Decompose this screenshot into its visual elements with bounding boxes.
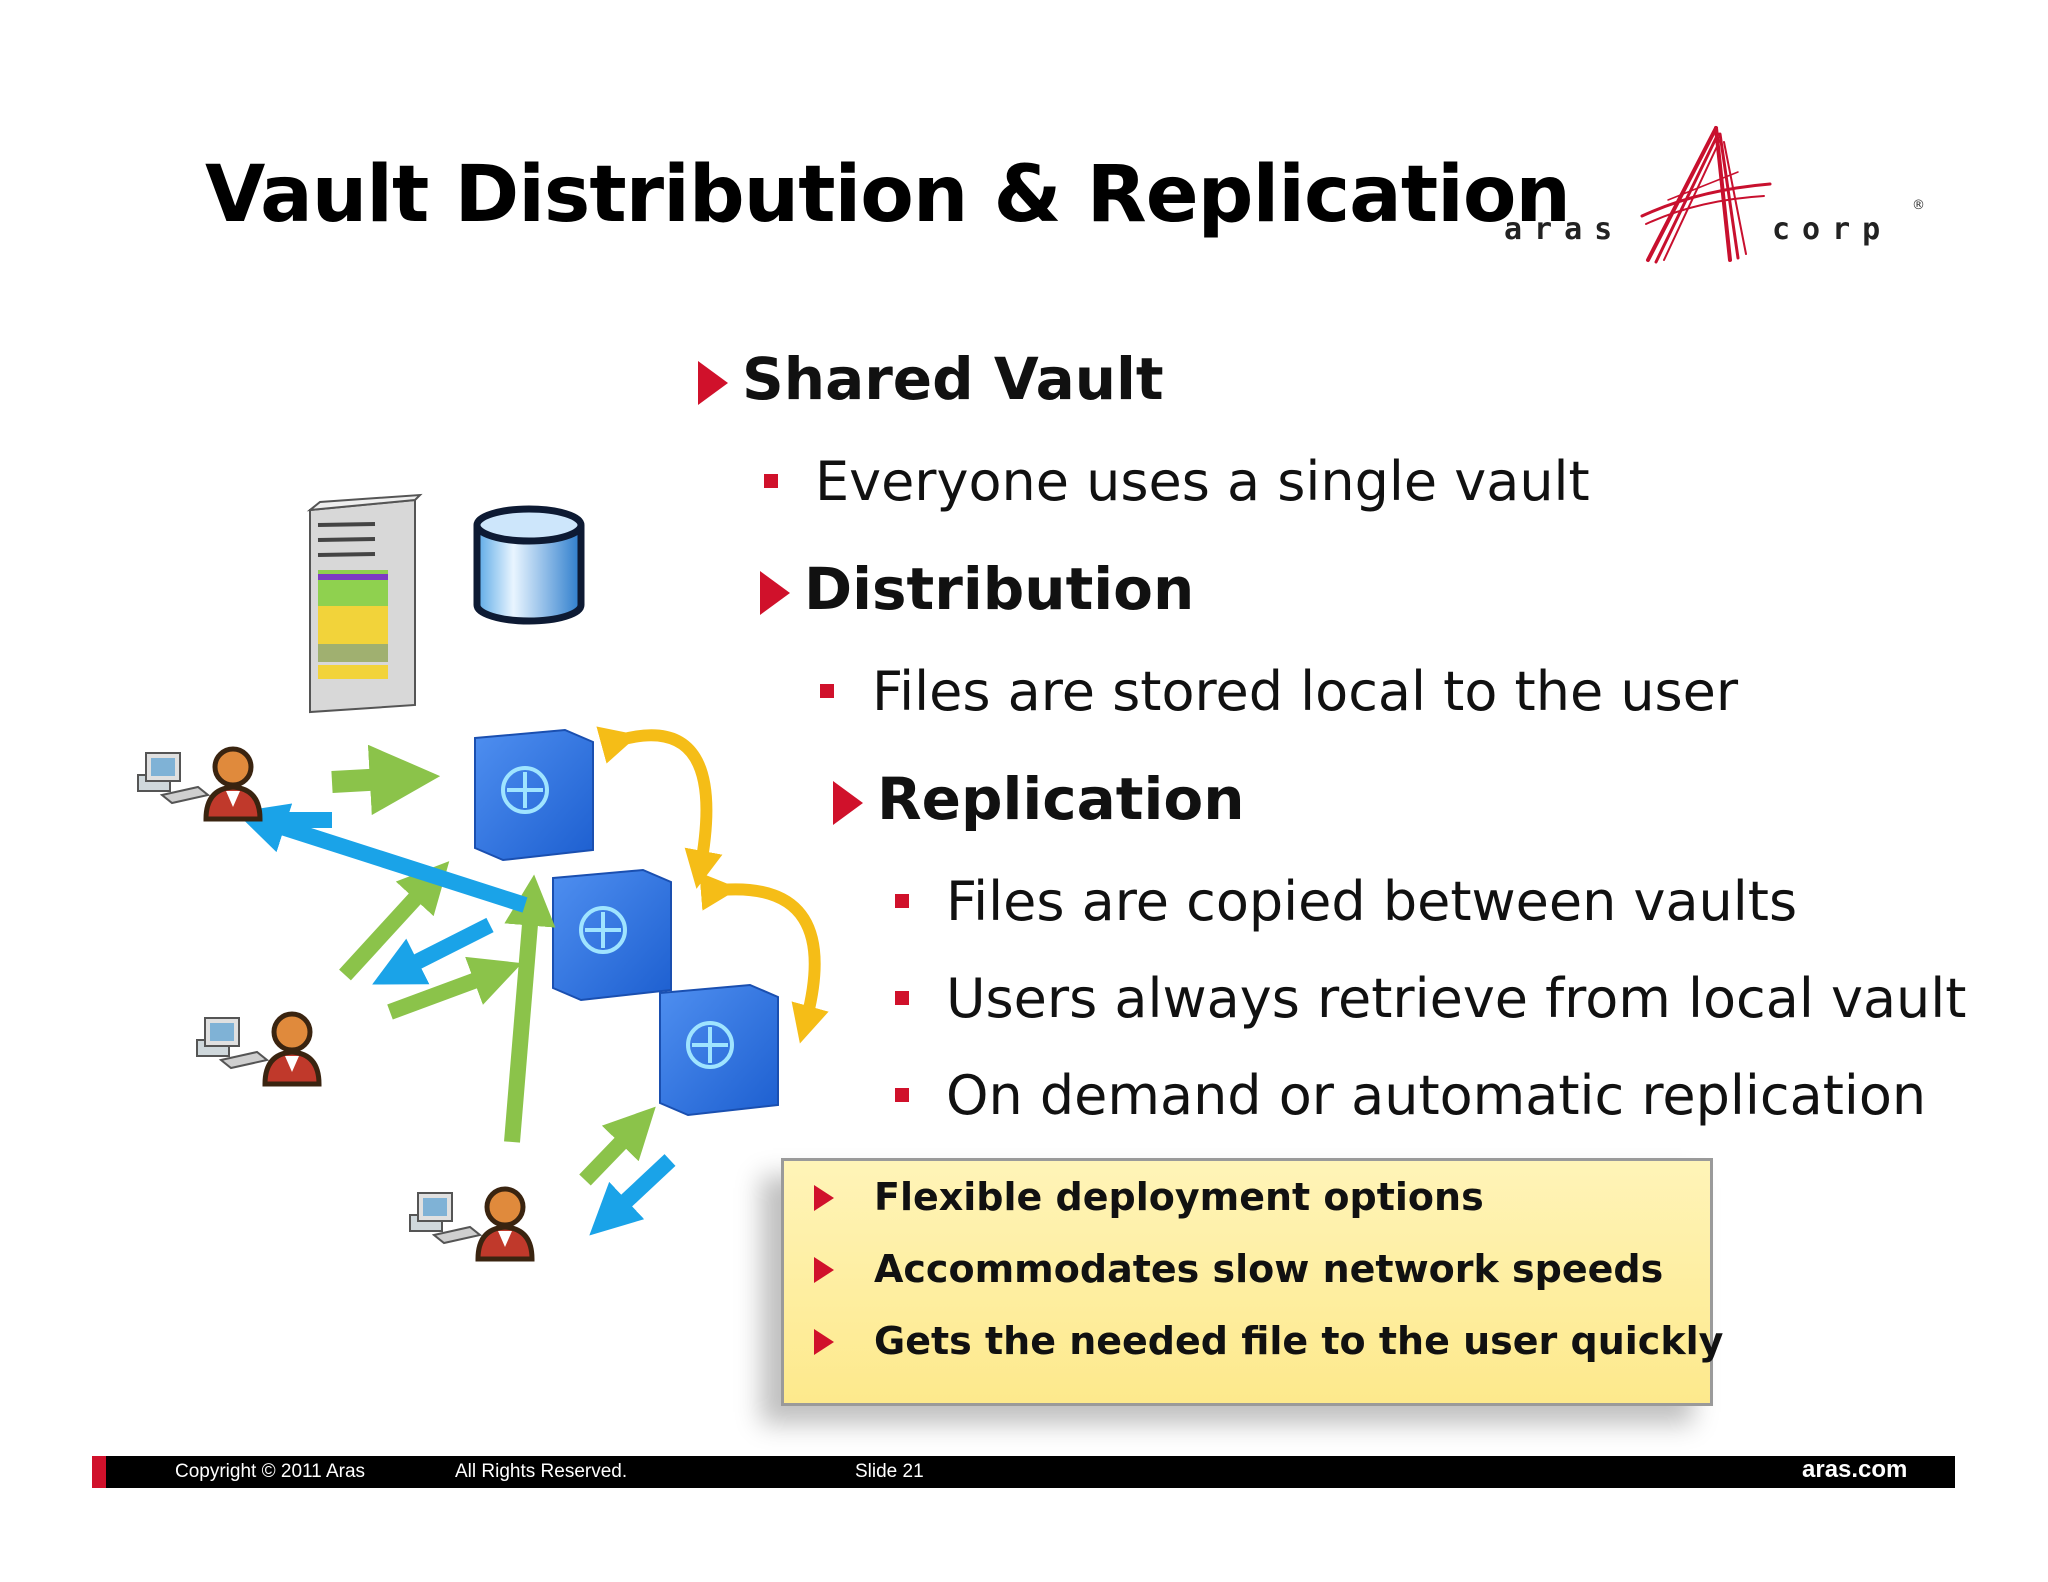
red-triangle-bullet-icon bbox=[833, 780, 863, 825]
red-triangle-bullet-icon bbox=[814, 1329, 834, 1355]
red-square-bullet-icon bbox=[895, 894, 909, 908]
benefits-callout: Flexible deployment options Accommodates… bbox=[781, 1158, 1723, 1406]
upload-arrow-icon bbox=[331, 744, 441, 816]
slide-title: Vault Distribution & Replication bbox=[205, 150, 1571, 240]
replication-arrow-icon bbox=[596, 726, 723, 889]
bullet-replication-label: Replication bbox=[877, 765, 1245, 833]
red-square-bullet-icon bbox=[764, 474, 778, 488]
logo-registered-mark: ® bbox=[1912, 198, 1925, 213]
footer-site-link[interactable]: aras.com bbox=[1802, 1456, 1908, 1483]
logo-a-mark-icon bbox=[1640, 126, 1772, 264]
red-triangle-bullet-icon bbox=[814, 1185, 834, 1211]
workstation-user-icon bbox=[196, 1011, 322, 1087]
upload-arrow-icon bbox=[504, 874, 556, 1143]
logo-left-word: aras bbox=[1504, 212, 1625, 247]
red-triangle-bullet-icon bbox=[698, 360, 728, 405]
red-square-bullet-icon bbox=[895, 1088, 909, 1102]
upload-arrow-icon bbox=[387, 956, 523, 1020]
download-arrow-icon bbox=[235, 803, 528, 913]
red-triangle-bullet-icon bbox=[814, 1257, 834, 1283]
aras-logo: aras corp ® bbox=[1500, 120, 1940, 280]
vault-icon bbox=[474, 728, 594, 862]
vault-icon bbox=[659, 983, 779, 1117]
callout-item-2: Accommodates slow network speeds bbox=[874, 1247, 1664, 1291]
footer-rights: All Rights Reserved. bbox=[455, 1461, 628, 1482]
upload-arrow-icon bbox=[339, 861, 450, 981]
vault-diagram bbox=[137, 493, 829, 1262]
bullet-replication-sub-2: Users always retrieve from local vault bbox=[946, 967, 1967, 1030]
download-arrow-icon bbox=[372, 917, 494, 985]
bullet-shared-vault-label: Shared Vault bbox=[742, 345, 1164, 413]
bullet-replication: Replication bbox=[833, 765, 1245, 833]
bullet-replication-sub-1: Files are copied between vaults bbox=[946, 870, 1798, 933]
server-icon bbox=[306, 493, 423, 714]
bullet-distribution-sub: Files are stored local to the user bbox=[872, 660, 1739, 723]
database-icon bbox=[473, 505, 585, 625]
bullet-shared-vault-sub: Everyone uses a single vault bbox=[815, 450, 1590, 513]
footer-bar bbox=[92, 1456, 1955, 1488]
callout-item-1: Flexible deployment options bbox=[874, 1175, 1484, 1219]
red-triangle-bullet-icon bbox=[760, 570, 790, 615]
bullet-replication-sub-3: On demand or automatic replication bbox=[946, 1064, 1927, 1127]
callout-item-3: Gets the needed file to the user quickly bbox=[874, 1319, 1724, 1363]
bullet-distribution: Distribution bbox=[760, 555, 1194, 623]
red-square-bullet-icon bbox=[895, 991, 909, 1005]
bullet-distribution-label: Distribution bbox=[804, 555, 1195, 623]
download-arrow-icon bbox=[589, 1154, 676, 1236]
upload-arrow-icon bbox=[579, 1106, 656, 1186]
workstation-user-icon bbox=[409, 1186, 535, 1262]
red-square-bullet-icon bbox=[820, 684, 834, 698]
logo-right-word: corp bbox=[1772, 212, 1893, 247]
footer-slide-number: Slide 21 bbox=[855, 1461, 924, 1482]
bullet-shared-vault: Shared Vault bbox=[698, 345, 1164, 413]
footer-copyright: Copyright © 2011 Aras bbox=[175, 1461, 366, 1482]
replication-arrow-icon bbox=[699, 872, 829, 1044]
vault-icon bbox=[552, 868, 672, 1002]
workstation-user-icon bbox=[137, 746, 263, 822]
footer-accent bbox=[92, 1456, 106, 1488]
